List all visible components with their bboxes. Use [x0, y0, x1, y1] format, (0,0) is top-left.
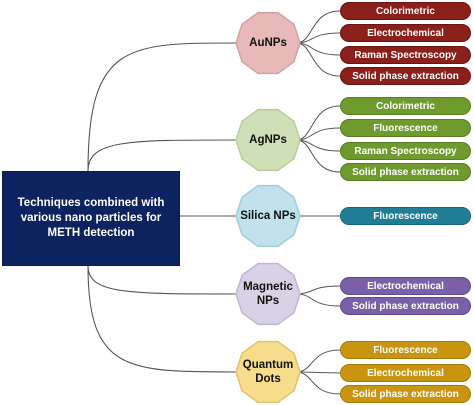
connector-aunps-3 — [295, 42, 341, 77]
technique-pill-agnps-2: Raman Spectroscopy — [340, 142, 471, 160]
node-aunps — [235, 11, 301, 75]
connector-agnps-3 — [295, 139, 341, 173]
connector-quantum-1 — [299, 371, 341, 374]
root-node: Techniques combined with various nano pa… — [2, 171, 180, 266]
technique-pill-aunps-0: Colorimetric — [340, 2, 471, 20]
connector-aunps — [87, 42, 237, 172]
technique-pill-silica-0: Fluorescence — [340, 207, 471, 225]
connector-quantum — [87, 265, 237, 373]
node-quantum — [235, 340, 301, 404]
connector-aunps-0 — [295, 10, 341, 44]
root-label: Techniques combined with various nano pa… — [17, 197, 165, 239]
connector-magnetic-0 — [295, 285, 341, 295]
technique-pill-aunps-1: Electrochemical — [340, 24, 471, 42]
node-label-quantum: Quantum Dots — [242, 359, 294, 385]
connector-quantum-0 — [295, 349, 341, 373]
technique-pill-quantum-0: Fluorescence — [340, 341, 471, 359]
connector-magnetic — [87, 265, 237, 295]
technique-pill-agnps-0: Colorimetric — [340, 97, 471, 115]
technique-pill-agnps-3: Solid phase extraction — [340, 163, 471, 181]
technique-pill-quantum-1: Electrochemical — [340, 364, 471, 382]
node-label-magnetic: Magnetic NPs — [243, 281, 293, 307]
connector-agnps-0 — [295, 105, 341, 141]
technique-pill-aunps-3: Solid phase extraction — [340, 67, 471, 85]
technique-pill-aunps-2: Raman Spectroscopy — [340, 46, 471, 64]
node-silica — [235, 184, 301, 248]
node-agnps — [235, 108, 301, 172]
connector-magnetic-1 — [295, 293, 341, 307]
technique-pill-magnetic-1: Solid phase extraction — [340, 297, 471, 315]
connector-quantum-2 — [295, 371, 341, 395]
technique-pill-magnetic-0: Electrochemical — [340, 277, 471, 295]
node-label-agnps: AgNPs — [249, 134, 287, 146]
connector-agnps — [87, 139, 237, 172]
technique-pill-quantum-2: Solid phase extraction — [340, 385, 471, 403]
node-label-silica: Silica NPs — [240, 210, 296, 222]
node-magnetic — [235, 262, 301, 326]
technique-pill-agnps-1: Fluorescence — [340, 119, 471, 137]
node-label-aunps: AuNPs — [249, 37, 287, 49]
